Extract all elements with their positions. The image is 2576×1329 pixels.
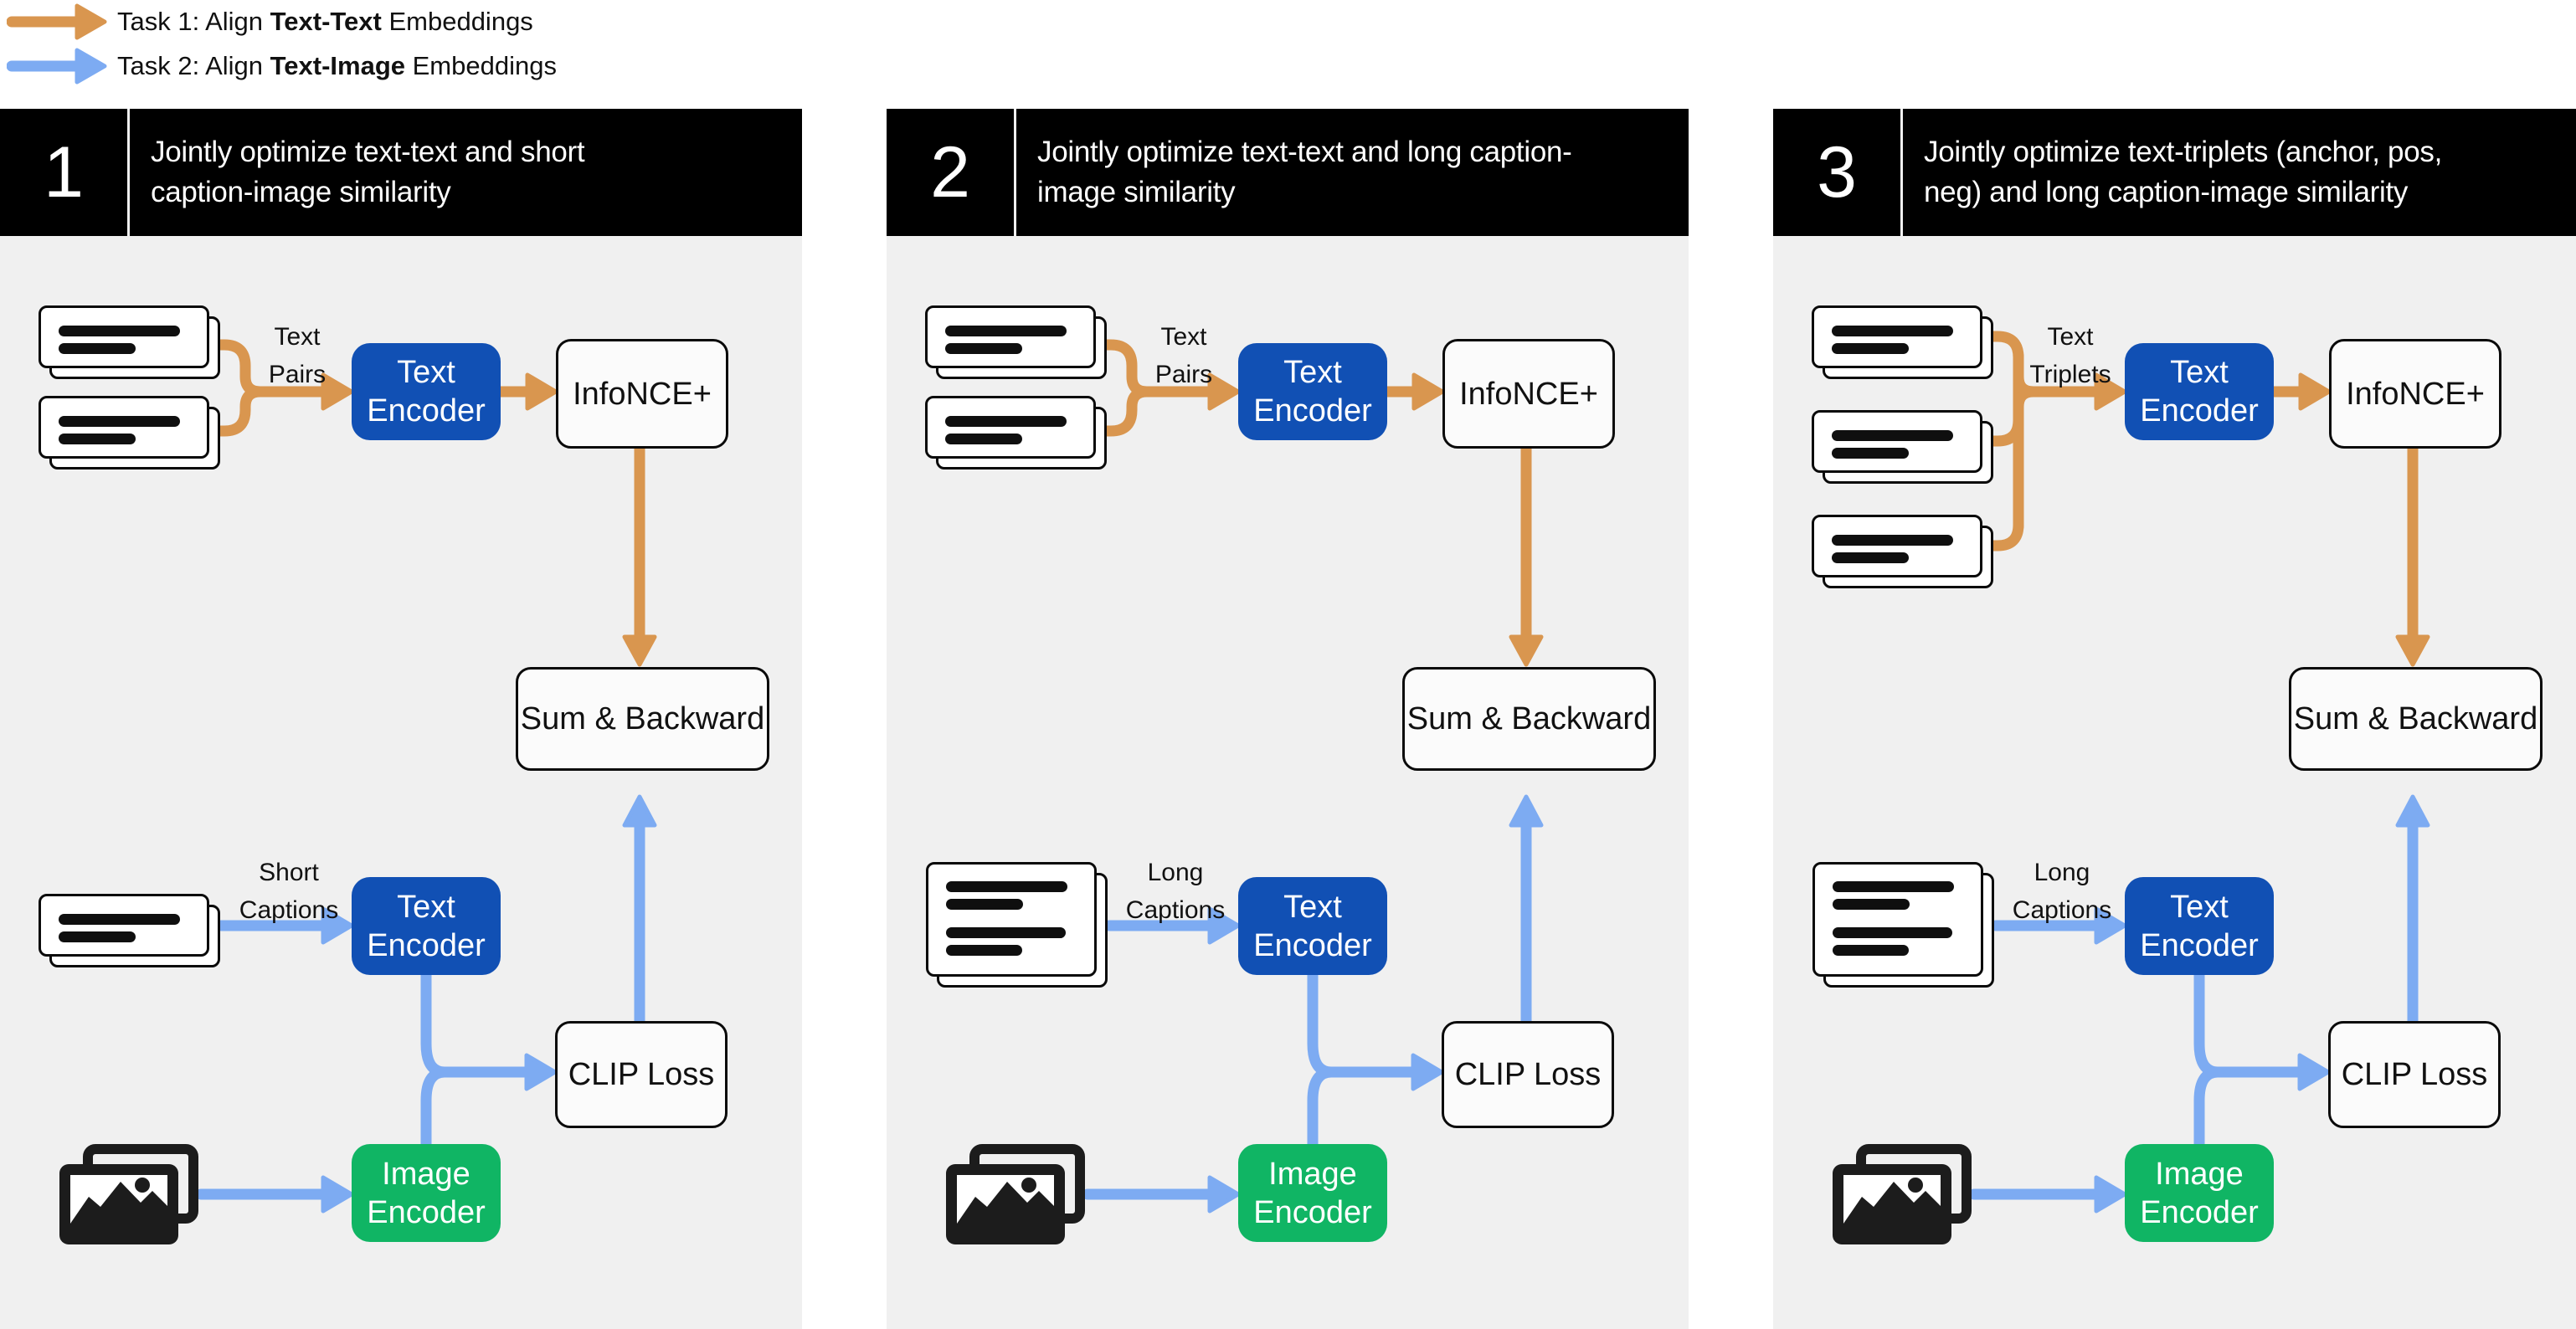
doc-card bbox=[39, 894, 209, 957]
panel-step-1: 1 Jointly optimize text-text and short c… bbox=[0, 109, 802, 1329]
header-divider bbox=[1014, 109, 1016, 236]
text-line-bar bbox=[946, 899, 1023, 910]
step-number: 3 bbox=[1817, 131, 1857, 213]
sum-backward-box: Sum & Backward bbox=[1402, 667, 1656, 771]
short-captions-label: Short Captions bbox=[239, 859, 339, 924]
text-line-bar bbox=[1833, 881, 1954, 892]
header-divider bbox=[1900, 109, 1903, 236]
text-triplet-doc-stack-2 bbox=[1812, 410, 1993, 484]
doc-card bbox=[926, 862, 1097, 977]
text-triplet-doc-stack-1 bbox=[1812, 305, 1993, 379]
infonce-box: InfoNCE+ bbox=[556, 339, 728, 449]
doc-card bbox=[1812, 862, 1983, 977]
text-line-bar bbox=[59, 343, 136, 354]
text-encoder-box-top: Text Encoder bbox=[1238, 343, 1387, 440]
text-line-bar bbox=[945, 326, 1067, 336]
clip-loss-box: CLIP Loss bbox=[2328, 1021, 2501, 1128]
text-pair-doc-stack-1 bbox=[925, 305, 1107, 379]
text-line-bar bbox=[945, 434, 1022, 444]
text-line-bar bbox=[59, 416, 180, 427]
image-encoder-box: Image Encoder bbox=[2125, 1144, 2274, 1242]
text-encoder-box-bottom: Text Encoder bbox=[2125, 877, 2274, 975]
text-line-bar bbox=[946, 881, 1067, 892]
legend: Task 1: Align Text-Text Embeddings Task … bbox=[7, 3, 557, 92]
text-pair-doc-stack-2 bbox=[39, 396, 220, 470]
text-line-bar bbox=[946, 927, 1066, 938]
text-line-bar bbox=[945, 416, 1067, 427]
short-caption-doc-stack bbox=[39, 894, 220, 967]
task2-arrow-icon bbox=[7, 48, 107, 85]
step-title: Jointly optimize text-triplets (anchor, … bbox=[1924, 136, 2443, 208]
panel-step-3: 3 Jointly optimize text-triplets (anchor… bbox=[1773, 109, 2576, 1329]
text-line-bar bbox=[1833, 899, 1910, 910]
text-line-bar bbox=[1832, 535, 1953, 546]
images-icon bbox=[946, 1144, 1085, 1244]
panel-3-header: 3 Jointly optimize text-triplets (anchor… bbox=[1773, 109, 2576, 236]
doc-card bbox=[925, 305, 1096, 368]
text-pair-doc-stack-1 bbox=[39, 305, 220, 379]
legend-task2-label: Task 2: Align Text-Image Embeddings bbox=[117, 51, 557, 80]
text-line-bar bbox=[59, 914, 180, 925]
step-number: 1 bbox=[44, 131, 84, 213]
task1-arrow-icon bbox=[7, 3, 107, 40]
text-line-bar bbox=[1833, 927, 1952, 938]
header-divider bbox=[127, 109, 130, 236]
text-encoder-box-bottom: Text Encoder bbox=[352, 877, 501, 975]
clip-loss-box: CLIP Loss bbox=[555, 1021, 728, 1128]
text-triplets-label: Text Triplets bbox=[2029, 323, 2111, 388]
step-number: 2 bbox=[930, 131, 970, 213]
text-pairs-label: Text Pairs bbox=[1154, 323, 1213, 388]
text-pair-doc-stack-2 bbox=[925, 396, 1107, 470]
long-captions-label: Long Captions bbox=[1125, 859, 1226, 924]
images-icon bbox=[59, 1144, 198, 1244]
legend-task1-label: Task 1: Align Text-Text Embeddings bbox=[117, 7, 533, 36]
doc-card bbox=[39, 305, 209, 368]
image-encoder-box: Image Encoder bbox=[352, 1144, 501, 1242]
text-encoder-box-top: Text Encoder bbox=[2125, 343, 2274, 440]
long-caption-doc-stack bbox=[1812, 862, 1994, 988]
text-line-bar bbox=[59, 326, 180, 336]
doc-card bbox=[39, 396, 209, 459]
sum-backward-box: Sum & Backward bbox=[2289, 667, 2543, 771]
text-encoder-box-bottom: Text Encoder bbox=[1238, 877, 1387, 975]
text-line-bar bbox=[1832, 326, 1953, 336]
text-line-bar bbox=[59, 931, 136, 942]
sum-backward-box: Sum & Backward bbox=[516, 667, 769, 771]
image-encoder-box: Image Encoder bbox=[1238, 1144, 1387, 1242]
text-line-bar bbox=[1832, 448, 1909, 459]
text-line-bar bbox=[1833, 945, 1909, 956]
infonce-box: InfoNCE+ bbox=[2329, 339, 2501, 449]
doc-card bbox=[1812, 410, 1982, 473]
long-caption-doc-stack bbox=[926, 862, 1108, 988]
text-line-bar bbox=[1832, 430, 1953, 441]
panel-step-2: 2 Jointly optimize text-text and long ca… bbox=[887, 109, 1689, 1329]
doc-card bbox=[925, 396, 1096, 459]
legend-task2-row: Task 2: Align Text-Image Embeddings bbox=[7, 48, 557, 85]
images-icon bbox=[1833, 1144, 1972, 1244]
panel-1-header: 1 Jointly optimize text-text and short c… bbox=[0, 109, 802, 236]
text-triplet-doc-stack-3 bbox=[1812, 515, 1993, 588]
text-line-bar bbox=[946, 945, 1022, 956]
legend-task1-row: Task 1: Align Text-Text Embeddings bbox=[7, 3, 557, 40]
text-line-bar bbox=[59, 434, 136, 444]
text-pairs-label: Text Pairs bbox=[268, 323, 326, 388]
long-captions-label: Long Captions bbox=[2012, 859, 2112, 924]
text-line-bar bbox=[945, 343, 1022, 354]
text-line-bar bbox=[1832, 343, 1909, 354]
clip-loss-box: CLIP Loss bbox=[1442, 1021, 1614, 1128]
doc-card bbox=[1812, 305, 1982, 368]
step-title: Jointly optimize text-text and short cap… bbox=[151, 136, 585, 208]
infonce-box: InfoNCE+ bbox=[1442, 339, 1615, 449]
step-title: Jointly optimize text-text and long capt… bbox=[1037, 136, 1572, 208]
doc-card bbox=[1812, 515, 1982, 577]
text-encoder-box-top: Text Encoder bbox=[352, 343, 501, 440]
panel-2-header: 2 Jointly optimize text-text and long ca… bbox=[887, 109, 1689, 236]
text-line-bar bbox=[1832, 552, 1909, 563]
